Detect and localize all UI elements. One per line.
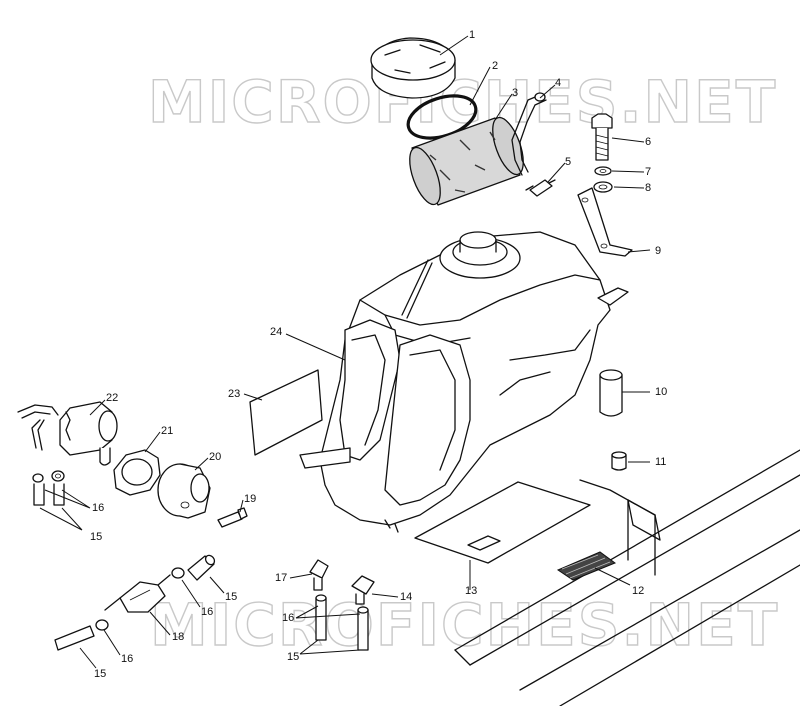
callout-16-center: 16 xyxy=(282,612,294,624)
callout-2: 2 xyxy=(492,60,498,72)
part-1-fuel-cap xyxy=(370,37,456,99)
callout-20: 20 xyxy=(209,451,221,463)
callout-1: 1 xyxy=(469,29,475,41)
callout-17: 17 xyxy=(275,572,287,584)
part-23-pad xyxy=(249,369,323,456)
part-16-clamps-filter xyxy=(95,567,185,631)
part-4-vent-hose xyxy=(511,92,547,176)
callout-labels: 1 2 3 4 5 6 7 8 9 24 10 23 22 21 20 11 1… xyxy=(90,29,667,680)
callout-5: 5 xyxy=(565,156,571,168)
part-19-screw xyxy=(217,507,248,528)
part-15-hoses-center xyxy=(315,594,369,651)
callout-23: 23 xyxy=(228,388,240,400)
callout-16-left: 16 xyxy=(92,502,104,514)
callout-15-bottom: 15 xyxy=(94,668,106,680)
callout-24: 24 xyxy=(270,326,282,338)
part-11-bushing xyxy=(611,451,627,471)
part-24-fuel-tank xyxy=(299,231,629,533)
part-6-bolt xyxy=(591,113,613,161)
watermark-bottom: MICROFICHES.NET xyxy=(150,591,779,659)
callout-18: 18 xyxy=(172,631,184,643)
callout-19: 19 xyxy=(244,493,256,505)
callout-11: 11 xyxy=(655,456,666,468)
part-7-washer xyxy=(594,166,612,176)
callout-22: 22 xyxy=(106,392,118,404)
part-9-bracket xyxy=(577,187,633,257)
part-8-washer xyxy=(593,181,613,193)
watermark-top: MICROFICHES.NET xyxy=(148,68,777,136)
callout-14: 14 xyxy=(400,591,412,603)
callout-6: 6 xyxy=(645,136,651,148)
part-22-fuel-pump xyxy=(17,401,118,466)
callout-15-left: 15 xyxy=(90,531,102,543)
callout-9: 9 xyxy=(655,245,661,257)
callout-15-filter: 15 xyxy=(225,591,237,603)
callout-10: 10 xyxy=(655,386,667,398)
part-16-clamps-left xyxy=(32,470,65,506)
callout-16-bottom: 16 xyxy=(121,653,133,665)
leader-lines xyxy=(39,35,651,669)
callout-4: 4 xyxy=(555,77,561,89)
part-12-decal xyxy=(556,551,617,581)
callout-7: 7 xyxy=(645,166,651,178)
part-13-tank-pad xyxy=(414,481,591,564)
callout-12: 12 xyxy=(632,585,644,597)
callout-8: 8 xyxy=(645,182,651,194)
callout-13: 13 xyxy=(465,585,477,597)
part-20-pump-mount xyxy=(157,463,211,519)
part-10-spacer xyxy=(599,369,623,417)
callout-3: 3 xyxy=(512,87,518,99)
callout-15-center: 15 xyxy=(287,651,299,663)
part-3-foam-filter xyxy=(409,116,524,206)
frame-rails xyxy=(454,449,800,706)
callout-16-filter: 16 xyxy=(201,606,213,618)
callout-21: 21 xyxy=(161,425,173,437)
part-5-vent-fitting xyxy=(525,179,556,197)
part-15-hoses-filter xyxy=(54,554,216,651)
part-21-lock-ring xyxy=(113,449,161,496)
part-14-elbow-fitting xyxy=(351,575,375,605)
part-18-fuel-filter xyxy=(104,574,171,613)
part-17-elbow-fitting xyxy=(309,559,329,591)
